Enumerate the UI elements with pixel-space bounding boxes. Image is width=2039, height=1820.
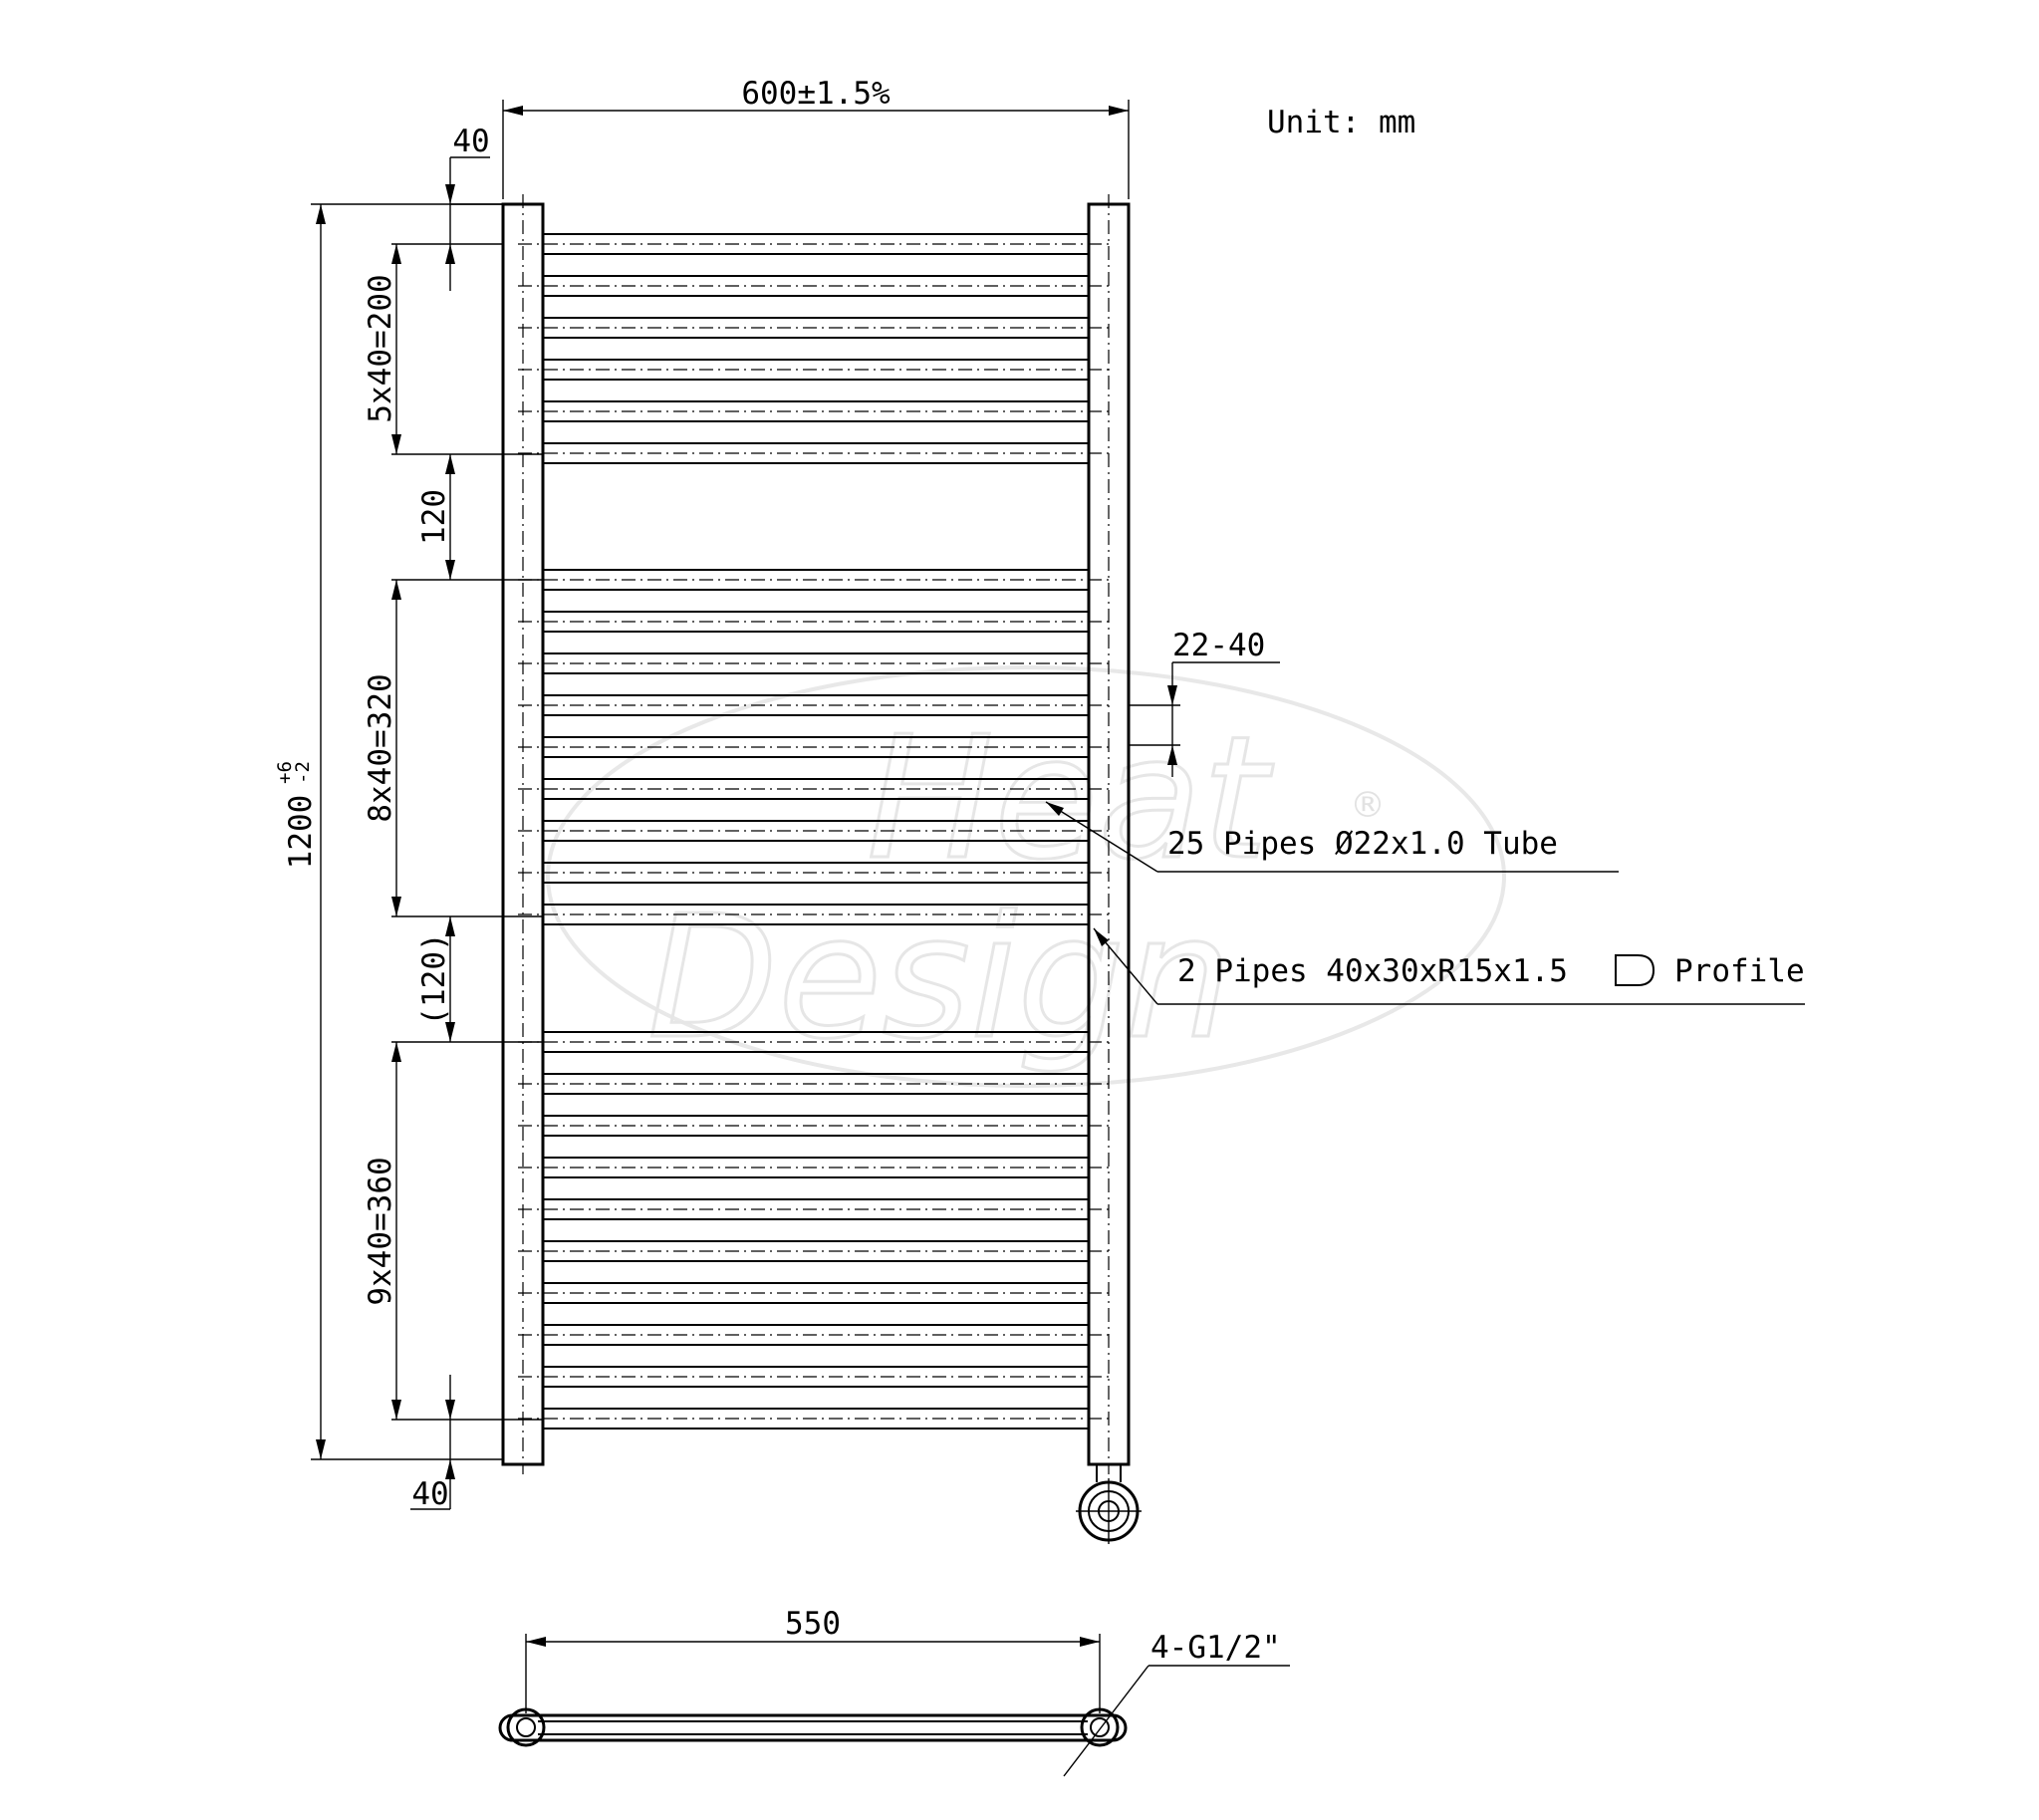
gap-top-label: 120 [416, 489, 452, 545]
plan-body [498, 1713, 1128, 1742]
radiator-plan-view: 550 4-G1/2" [498, 1606, 1290, 1777]
callout-profile-label: 2 Pipes 40x30xR15x1.5 [1177, 953, 1568, 989]
dimension-overall-width: 600±1.5% [502, 76, 1130, 199]
group-middle-label: 8x40=320 [363, 673, 398, 822]
height-tolerance-minus: -2 [292, 761, 314, 784]
gap-bottom-label: (120) [416, 932, 452, 1025]
bottom-offset-label: 40 [411, 1476, 448, 1512]
dimension-group-bottom: 9x40=360 [363, 1042, 543, 1421]
overall-width-label: 600±1.5% [741, 76, 891, 112]
watermark: Heat Design ® [546, 665, 1506, 1088]
dimension-overall-height: 1200 +6 -2 [274, 203, 503, 1460]
wall-gap-label: 22-40 [1172, 628, 1265, 663]
unit-label: Unit: mm [1267, 105, 1415, 140]
d-profile-icon [1615, 954, 1656, 986]
rails-group [518, 233, 1114, 1430]
top-offset-label: 40 [452, 124, 489, 159]
watermark-line2: Design [647, 880, 1232, 1077]
dimension-bottom-offset: 40 [410, 1375, 455, 1512]
height-tolerance-plus: +6 [274, 761, 296, 784]
pipe-centres-label: 550 [785, 1606, 841, 1642]
dimension-gap-top: 120 [391, 454, 543, 581]
callout-tubes-label: 25 Pipes Ø22x1.0 Tube [1167, 826, 1558, 862]
watermark-mark: ® [1350, 785, 1386, 826]
callout-tubes: 25 Pipes Ø22x1.0 Tube [1045, 801, 1619, 873]
callout-profile-suffix: Profile [1674, 953, 1805, 989]
callout-profile: 2 Pipes 40x30xR15x1.5 Profile [1093, 927, 1805, 1005]
overall-height-label: 1200 [283, 795, 319, 870]
dimension-gap-bottom: (120) [391, 916, 543, 1043]
dimension-group-middle: 8x40=320 [363, 580, 543, 917]
dimension-wall-gap: 22-40 [1129, 628, 1280, 777]
group-top-label: 5x40=200 [363, 274, 398, 422]
connections-label: 4-G1/2" [1150, 1630, 1281, 1666]
group-bottom-label: 9x40=360 [363, 1157, 398, 1305]
connection-valve [1076, 1464, 1142, 1544]
radiator-front-view [501, 194, 1142, 1544]
dimension-top-offset: 40 [391, 124, 503, 291]
dimension-group-top: 5x40=200 [363, 244, 543, 455]
